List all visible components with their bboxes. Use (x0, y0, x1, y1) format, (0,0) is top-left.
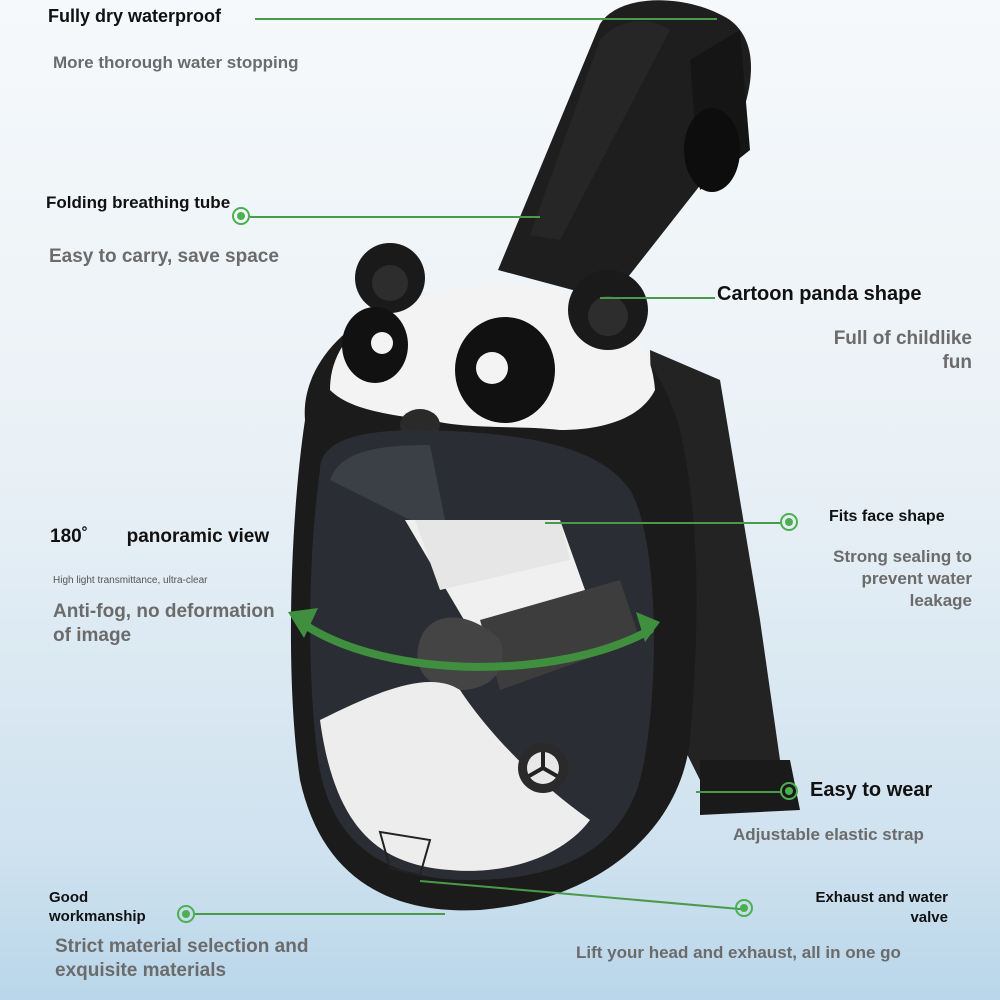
feature-desc-breathing-tube: Easy to carry, save space (49, 246, 279, 267)
feature-title-valve: Exhaust and water valve (815, 889, 948, 926)
feature-title-view-text: panoramic view (126, 526, 270, 547)
target-dot-icon (232, 207, 250, 225)
feature-desc-workmanship: Strict material selection and exquisite … (55, 936, 309, 981)
feature-title-view-degree: 180˚ (50, 526, 89, 547)
callout-line-face (545, 522, 782, 524)
feature-note-view: High light transmittance, ultra-clear (53, 575, 208, 586)
feature-desc-waterproof: More thorough water stopping (53, 53, 299, 72)
target-dot-icon (780, 782, 798, 800)
feature-desc-panda: Full of childlike fun (833, 328, 972, 373)
feature-title-waterproof: Fully dry waterproof (48, 6, 222, 26)
exhaust-valve (518, 743, 568, 793)
feature-title-workmanship: Good workmanship (49, 889, 146, 925)
callout-line-workmanship (195, 913, 445, 915)
feature-title-panda: Cartoon panda shape (717, 283, 922, 305)
panoramic-arrow (301, 621, 654, 671)
target-dot-icon (780, 513, 798, 531)
feature-desc-face: Strong sealing to prevent water leakage (833, 547, 972, 610)
callout-line-tube (250, 216, 540, 218)
feature-desc-wear: Adjustable elastic strap (733, 825, 924, 844)
feature-title-breathing-tube: Folding breathing tube (46, 193, 231, 212)
feature-title-face: Fits face shape (829, 508, 945, 525)
target-dot-icon (735, 899, 753, 917)
callout-line-wear (696, 791, 782, 793)
feature-desc-valve: Lift your head and exhaust, all in one g… (576, 943, 901, 962)
breathing-tube (498, 0, 752, 300)
panda-chin (320, 681, 590, 871)
callout-line-panda (600, 297, 715, 299)
target-dot-icon (177, 905, 195, 923)
feature-title-wear: Easy to wear (810, 779, 933, 801)
feature-title-view: 180˚ panoramic view (50, 526, 269, 548)
feature-desc-view: Anti-fog, no deformation of image (53, 601, 275, 646)
callout-line-waterproof (255, 18, 717, 20)
